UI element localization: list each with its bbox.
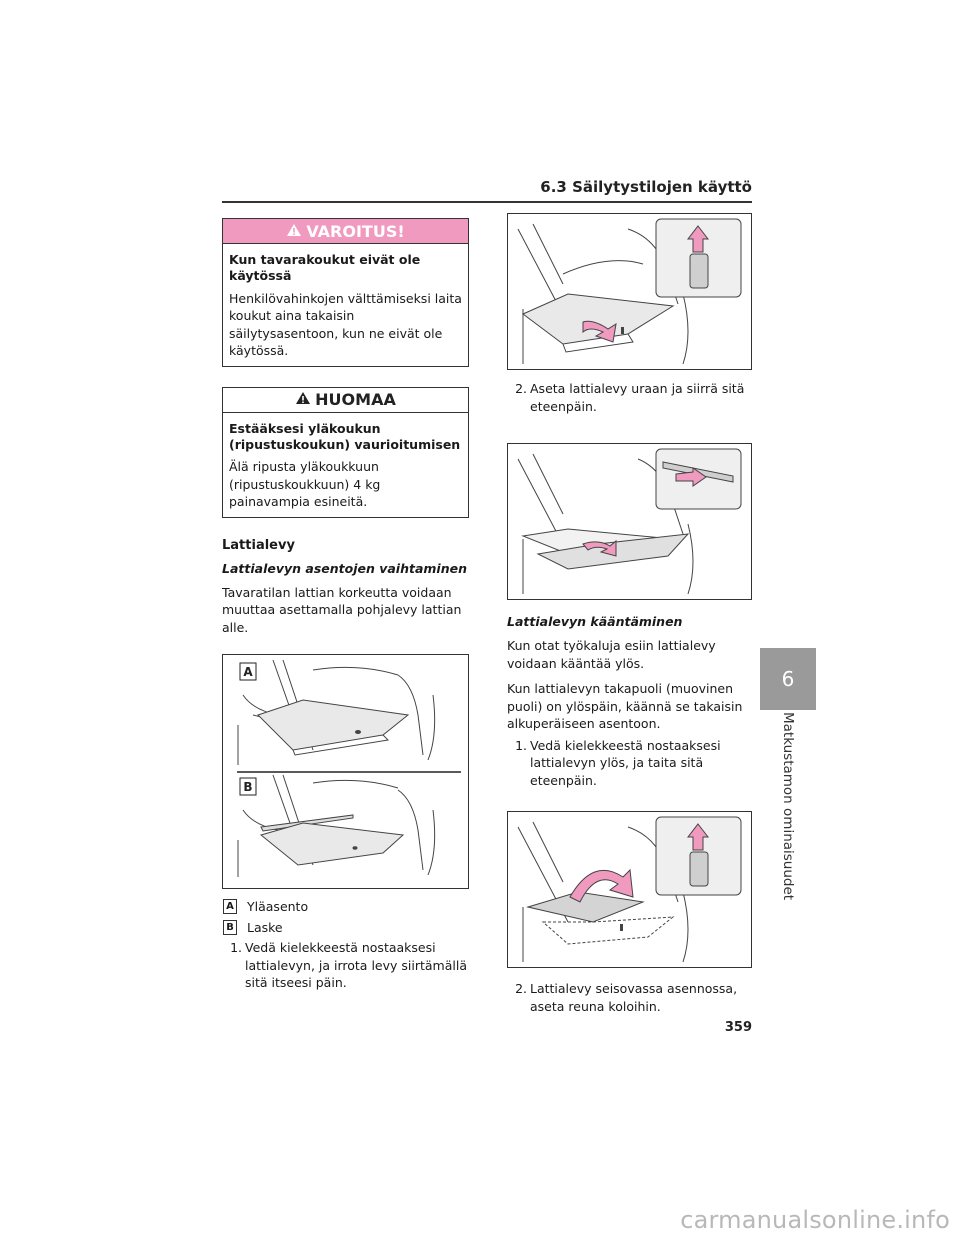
warning-title: VAROITUS! [306, 221, 405, 241]
caution-icon [295, 390, 311, 409]
notice-title: HUOMAA [315, 390, 396, 409]
step-fold-board: 1. Vedä kielekkeestä nostaaksesi lattial… [507, 737, 752, 790]
flip-para-1: Kun otat työkaluja esiin lattialevy void… [507, 638, 716, 671]
pull-arrow-icon [582, 320, 617, 343]
chapter-tab: 6 [760, 648, 816, 710]
legend-label-b: B [223, 920, 237, 935]
header-rule [222, 201, 752, 203]
legend-label-a: A [223, 899, 237, 914]
notice-subtitle: Estääksesi yläkoukun (ripustuskoukun) va… [229, 420, 461, 452]
floor-board-heading: Lattialevy [222, 537, 295, 553]
floor-position-figure: A B [222, 654, 469, 889]
page-number: 359 [724, 1020, 752, 1035]
flip-para-2: Kun lattialevyn takapuoli (muovinen puol… [507, 681, 743, 731]
warning-icon [286, 222, 302, 241]
intro-paragraph: Tavaratilan lattian korkeutta voidaan mu… [222, 584, 462, 635]
flip-arrow-icon [569, 868, 634, 903]
trunk-illustration-3 [517, 816, 742, 963]
legend-text-a: Yläasento [247, 899, 309, 914]
forward-arrow-icon [675, 467, 707, 487]
step-number: 2. [515, 381, 527, 396]
figure-label-b: B [243, 780, 252, 794]
fold-board-figure [507, 811, 752, 968]
step-number: 1. [515, 737, 527, 753]
step-stand-board: 2. Lattialevy seisovassa asennossa, aset… [507, 980, 752, 1015]
step-text: Vedä kielekkeestä nostaaksesi lattialevy… [245, 940, 467, 990]
slide-arrow-icon [582, 539, 617, 557]
flip-board-heading: Lattialevyn kääntäminen [507, 614, 683, 629]
section-title: 6.3 Säilytystilojen käyttö [540, 178, 752, 196]
step-text: Vedä kielekkeestä nostaaksesi lattialevy… [530, 737, 721, 788]
warning-subtitle: Kun tavarakoukut eivät ole käytössä [229, 252, 421, 284]
chapter-number: 6 [781, 667, 795, 691]
trunk-illustration-1 [517, 218, 742, 365]
notice-text: Älä ripusta yläkoukkuun (ripustuskoukkuu… [229, 459, 381, 509]
label-b-box: B [239, 777, 257, 796]
trunk-illustration-2 [517, 448, 742, 595]
warning-header: VAROITUS! [223, 219, 468, 244]
up-arrow-icon [686, 823, 710, 851]
legend-text-b: Laske [247, 920, 283, 935]
step-text: Lattialevy seisovassa asennossa, aseta r… [530, 981, 738, 1014]
warning-box: VAROITUS! Kun tavarakoukut eivät ole käy… [222, 218, 469, 367]
slide-board-figure [507, 443, 752, 600]
position-change-heading: Lattialevyn asentojen vaihtaminen [222, 560, 467, 576]
legend-item-a: A Yläasento [222, 899, 469, 914]
step-remove-board: 1. Vedä kielekkeestä nostaaksesi lattial… [222, 939, 469, 992]
legend-item-b: B Laske [222, 920, 469, 935]
chapter-label: Matkustamon ominaisuudet [780, 712, 796, 901]
notice-box: HUOMAA Estääksesi yläkoukun (ripustuskou… [222, 386, 469, 518]
trunk-illustration-ab: A B [237, 659, 461, 877]
step-slide-board: 2. Aseta lattialevy uraan ja siirrä sitä… [507, 380, 752, 415]
notice-header: HUOMAA [223, 387, 468, 413]
remove-board-figure [507, 213, 752, 370]
left-column: VAROITUS! Kun tavarakoukut eivät ole käy… [222, 218, 469, 1000]
up-arrow-icon [686, 225, 710, 253]
step-number: 2. [515, 981, 527, 996]
warning-text: Henkilövahinkojen välttämiseksi laita ko… [229, 290, 462, 359]
step-number: 1. [230, 940, 242, 955]
label-a-box: A [239, 662, 257, 681]
right-column: 2. Aseta lattialevy uraan ja siirrä sitä… [507, 213, 752, 1023]
watermark: carmanualsonline.info [680, 1206, 950, 1234]
step-text: Aseta lattialevy uraan ja siirrä sitä et… [530, 381, 745, 414]
figure-label-a: A [243, 665, 253, 679]
